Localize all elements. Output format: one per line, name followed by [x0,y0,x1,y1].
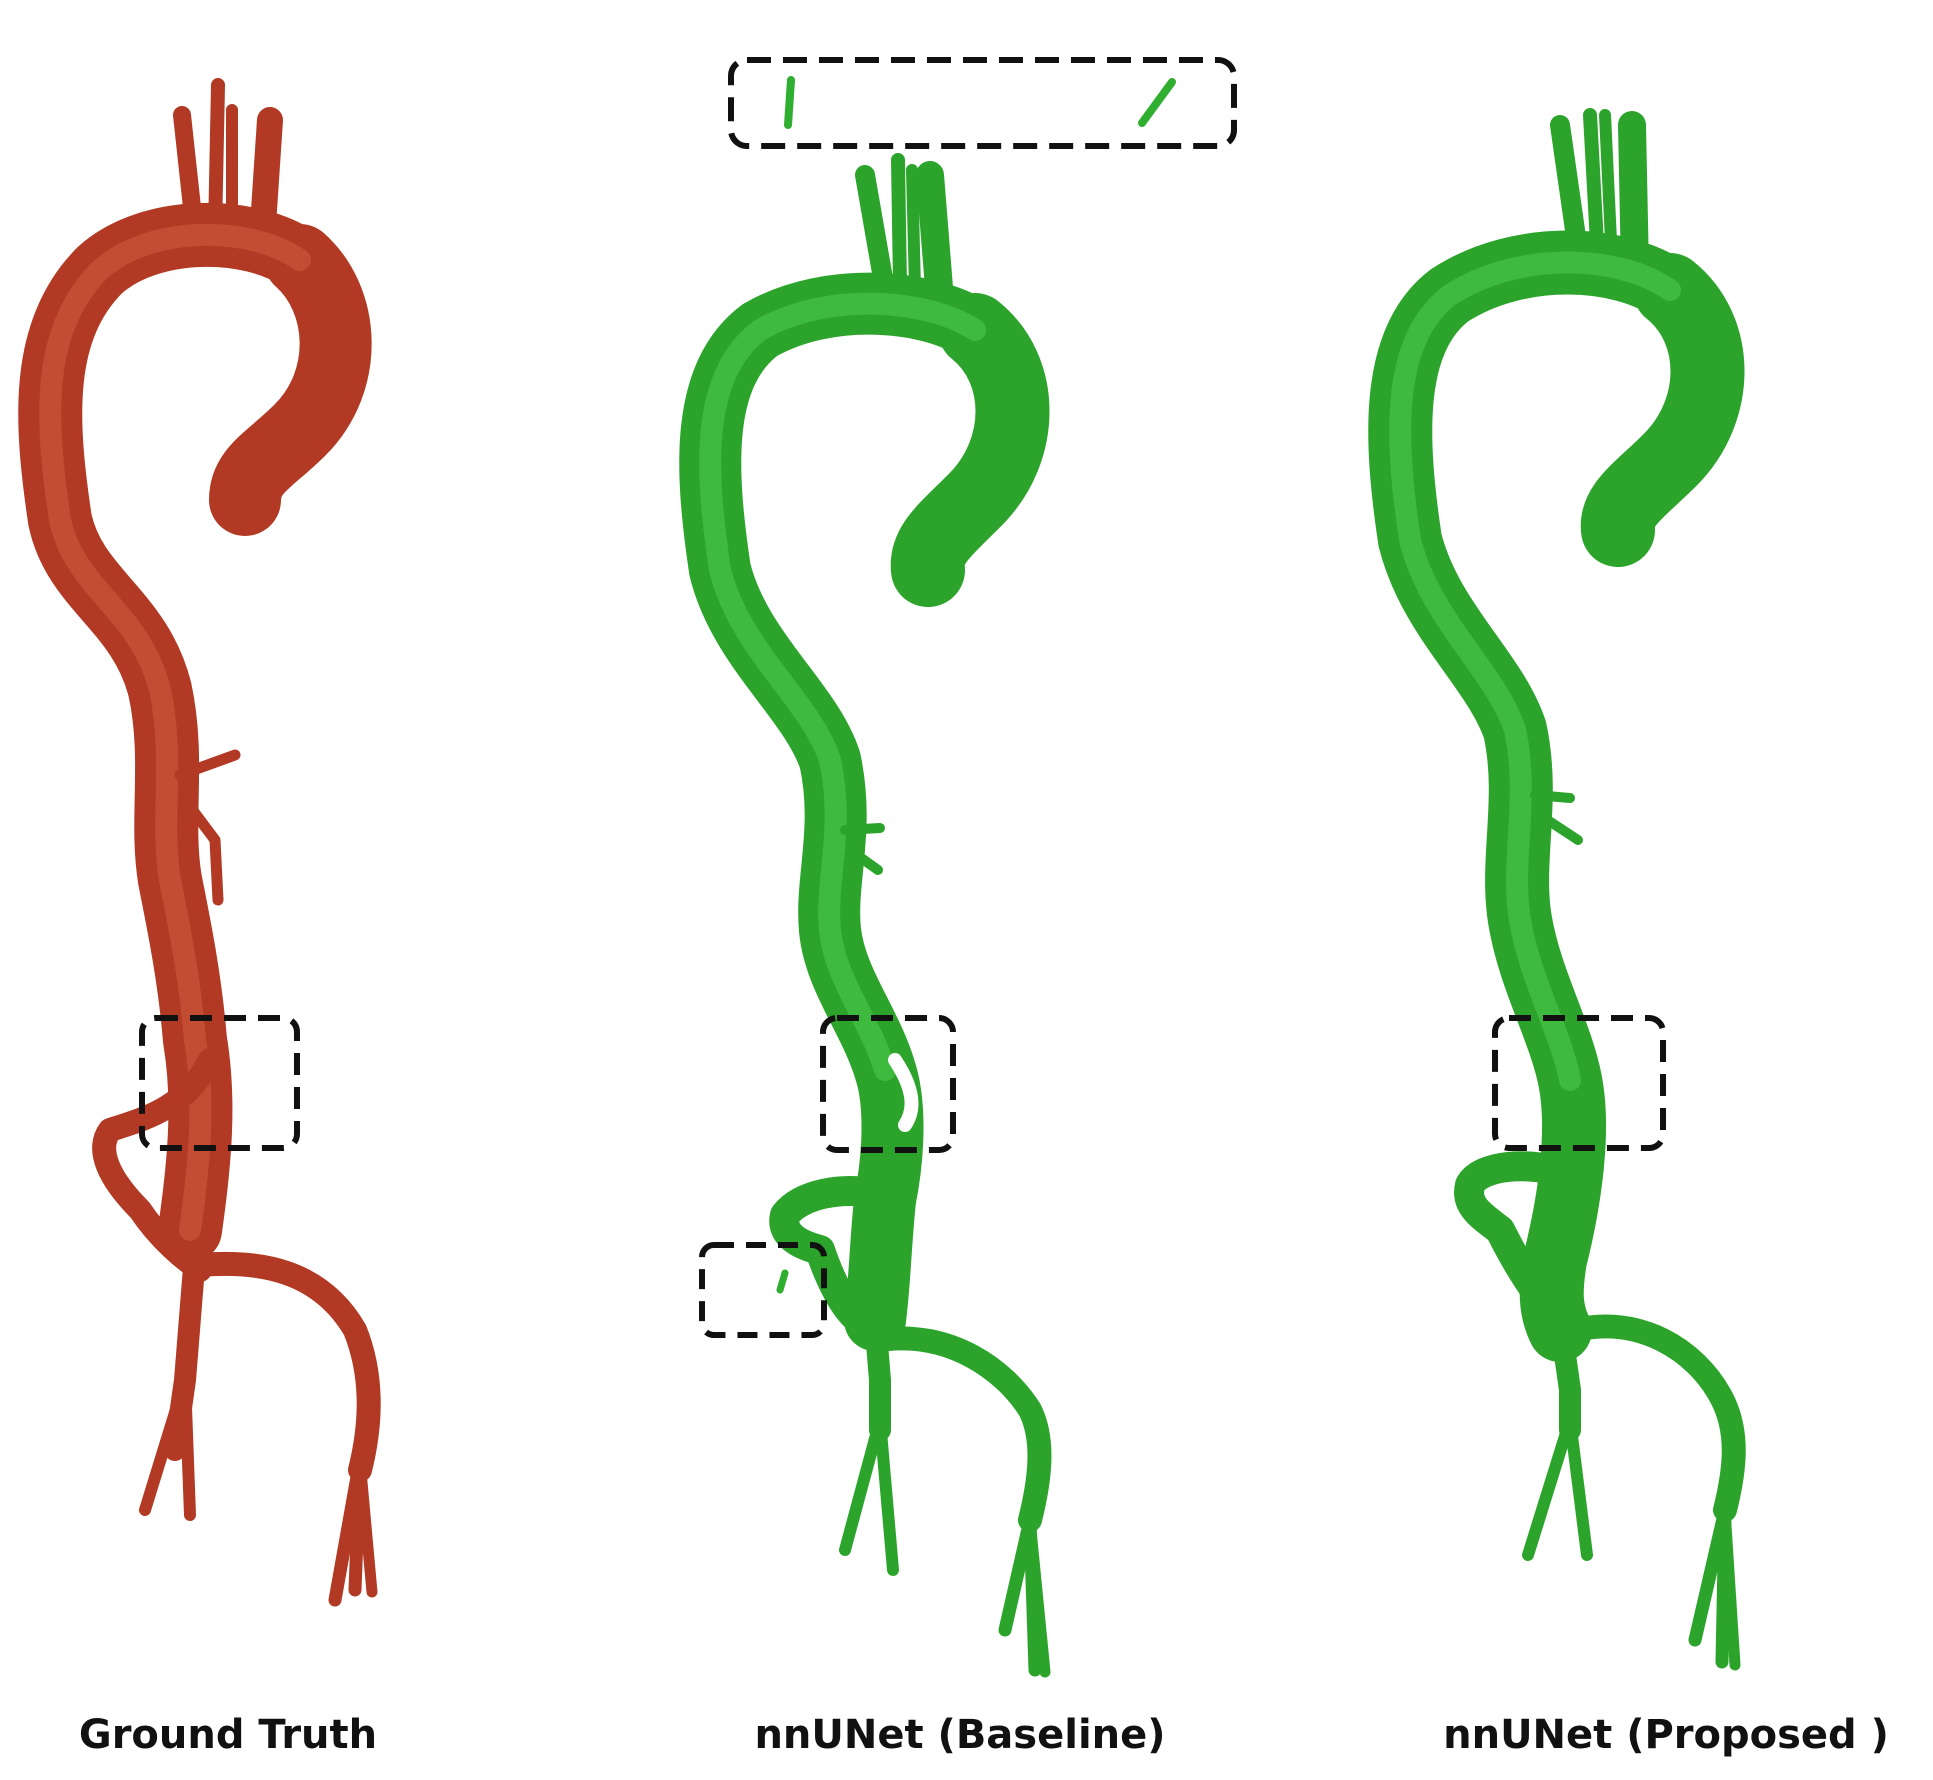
baseline-top-box [728,57,1237,149]
gt-iliac-arteries [139,1244,381,1607]
baseline-ascending-aorta [890,293,1050,607]
proposed-iliac-arteries [1522,1309,1746,1671]
gt-visceral-branches [174,749,241,906]
ground-truth-render [18,78,381,1607]
caption-baseline: nnUNet (Baseline) [754,1712,1166,1758]
caption-proposed: nnUNet (Proposed ) [1443,1712,1889,1758]
proposed-ascending-aorta [1580,253,1745,567]
gt-ascending-aorta [209,224,372,536]
baseline-neck-branches [855,153,954,314]
proposed-visceral-branches [1530,790,1583,845]
baseline-fragment-low [776,1269,789,1294]
baseline-visceral-branches [840,823,885,875]
baseline-broken-segment [888,1053,919,1132]
proposed-render [1368,108,1746,1671]
gt-left-branch [92,1048,222,1282]
baseline-iliac-arteries [839,1309,1052,1678]
baseline-render [679,76,1176,1678]
baseline-low-box [699,1242,827,1338]
proposed-highlight-box [1492,1015,1666,1151]
caption-ground-truth: Ground Truth [78,1712,378,1758]
baseline-left-branch [769,1176,900,1335]
baseline-mid-box [820,1015,956,1153]
baseline-fragment-right [1138,78,1176,127]
proposed-left-branch [1454,1151,1585,1335]
baseline-fragment-left [784,76,795,129]
